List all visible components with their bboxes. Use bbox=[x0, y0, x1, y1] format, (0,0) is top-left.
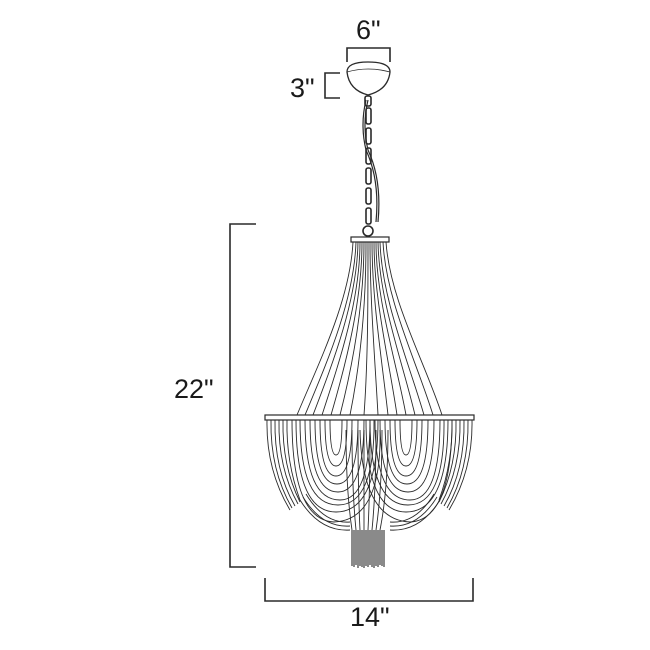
fixture-height-bracket bbox=[229, 223, 256, 568]
fixture-width-label: 14" bbox=[350, 602, 390, 632]
fixture-width-bracket bbox=[264, 578, 474, 602]
upper-chain-strands bbox=[296, 241, 443, 416]
bottom-tassel bbox=[351, 530, 385, 568]
canopy-width-label: 6" bbox=[356, 15, 381, 45]
left-side-strands bbox=[266, 419, 301, 511]
middle-ring bbox=[264, 414, 475, 421]
left-swag bbox=[291, 419, 381, 523]
fixture-height-label: 22" bbox=[174, 374, 214, 404]
center-drape bbox=[345, 429, 389, 531]
canopy-height-bracket bbox=[324, 72, 340, 99]
canopy-width-bracket bbox=[346, 47, 391, 62]
lower-swags bbox=[299, 493, 441, 531]
top-ring bbox=[350, 236, 390, 243]
canopy-height-label: 3" bbox=[290, 73, 315, 103]
canopy bbox=[346, 61, 391, 96]
power-cord bbox=[362, 99, 380, 223]
right-side-strands bbox=[438, 419, 473, 511]
